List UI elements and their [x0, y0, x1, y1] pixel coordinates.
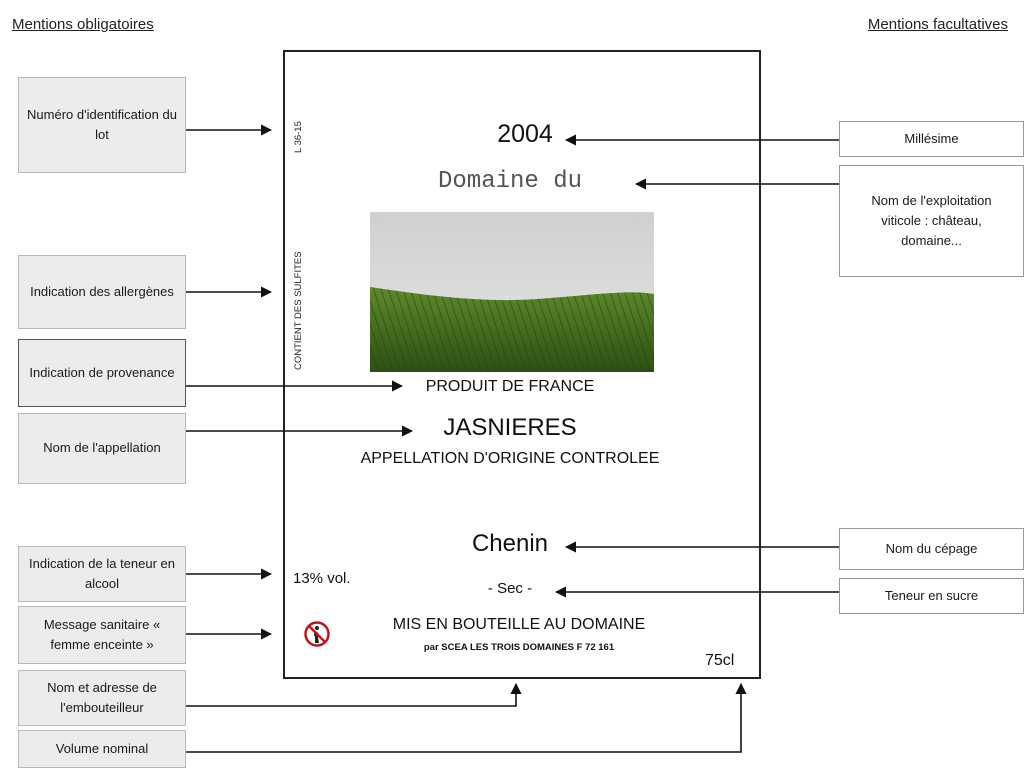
pregnant-woman-prohibition-icon [304, 621, 330, 647]
allergens-box: Indication des allergènes [18, 255, 186, 329]
estate-box: Nom de l'exploitation viticole : château… [839, 165, 1024, 277]
volume-box: Volume nominal [18, 730, 186, 768]
arrow-volume [186, 682, 747, 753]
label-alcohol: 13% vol. [293, 570, 351, 587]
arrow-bottler [186, 682, 522, 707]
wine-label: L 36-15 CONTIENT DES SULFITES 2004 Domai… [283, 50, 761, 679]
label-grape: Chenin [471, 530, 549, 557]
label-year: 2004 [497, 120, 553, 148]
appellation-box: Nom de l'appellation [18, 413, 186, 484]
label-bottling: MIS EN BOUTEILLE AU DOMAINE [392, 616, 646, 633]
sugar-box: Teneur en sucre [839, 578, 1024, 614]
vintage-box: Millésime [839, 121, 1024, 157]
label-volume: 75cl [705, 652, 735, 669]
mandatory-heading: Mentions obligatoires [12, 16, 154, 33]
label-estate: Domaine du [437, 168, 583, 195]
label-origin: PRODUIT DE FRANCE [425, 378, 595, 395]
label-bottler: par SCEA LES TROIS DOMAINES F 72 161 [423, 642, 615, 653]
label-sweetness: - Sec - [487, 580, 533, 597]
label-appellation: JASNIERES [443, 414, 577, 441]
lot-number-box: Numéro d'identification du lot [18, 77, 186, 173]
bottler-box: Nom et adresse de l'embouteilleur [18, 670, 186, 726]
provenance-box: Indication de provenance [18, 339, 186, 407]
label-aoc: APPELLATION D'ORIGINE CONTROLEE [360, 450, 660, 467]
grape-box: Nom du cépage [839, 528, 1024, 570]
alcohol-box: Indication de la teneur en alcool [18, 546, 186, 602]
vineyard-photo [370, 212, 654, 372]
pregnancy-message-box: Message sanitaire « femme enceinte » [18, 606, 186, 664]
optional-heading: Mentions facultatives [867, 16, 1008, 33]
